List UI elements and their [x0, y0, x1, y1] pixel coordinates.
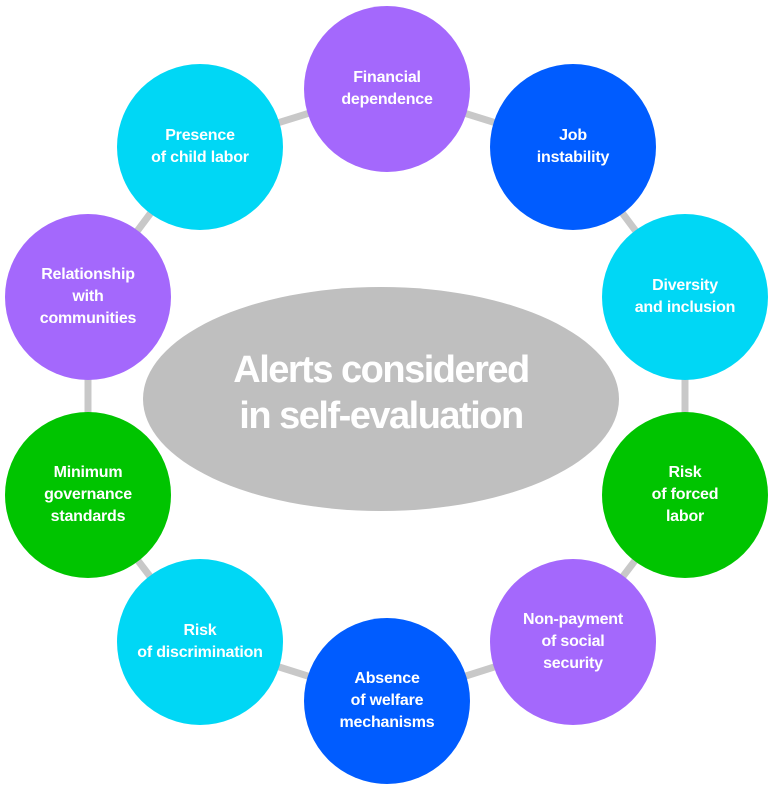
node-risk-of-discrimination: Risk of discrimination — [117, 559, 283, 725]
node-financial-dependence: Financial dependence — [304, 6, 470, 172]
node-label: Risk of discrimination — [137, 622, 263, 661]
diagram-title: Alerts considered in self-evaluation — [233, 349, 530, 437]
node-label: Presence of child labor — [151, 127, 249, 166]
node-label: Risk of forced labor — [651, 464, 719, 525]
node-absence-of-welfare-mechanisms: Absence of welfare mechanisms — [304, 618, 470, 784]
node-job-instability: Job instability — [490, 64, 656, 230]
node-presence-of-child-labor: Presence of child labor — [117, 64, 283, 230]
node-risk-of-forced-labor: Risk of forced labor — [602, 412, 768, 578]
node-label: Minimum governance standards — [44, 464, 132, 525]
node-label: Non-payment of social security — [522, 611, 624, 672]
node-diversity-and-inclusion: Diversity and inclusion — [602, 214, 768, 380]
node-relationship-with-communities: Relationship with communities — [5, 214, 171, 380]
node-label: Diversity and inclusion — [634, 277, 736, 316]
node-non-payment-of-social-security: Non-payment of social security — [490, 559, 656, 725]
node-label: Job instability — [536, 127, 610, 166]
node-label: Relationship with communities — [39, 266, 137, 327]
node-minimum-governance-standards: Minimum governance standards — [5, 412, 171, 578]
node-label: Absence of welfare mechanisms — [339, 670, 435, 731]
node-label: Financial dependence — [341, 69, 433, 108]
center-ellipse: Alerts considered in self-evaluation — [143, 287, 619, 511]
